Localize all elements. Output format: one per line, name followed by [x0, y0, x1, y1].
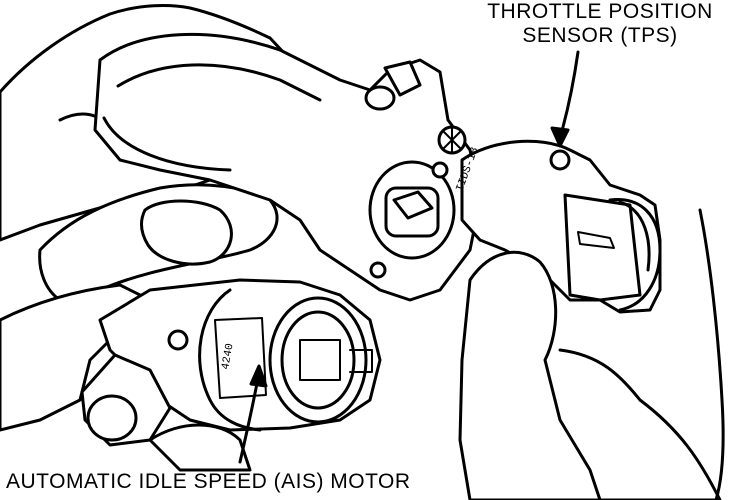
tps-leader-arrow — [550, 50, 580, 148]
throttle-position-sensor — [460, 139, 662, 314]
tps-label-line1: THROTTLE POSITION — [487, 0, 713, 23]
throttle-body-housing — [93, 32, 482, 302]
lower-right-hand — [458, 208, 725, 500]
automatic-idle-speed-motor — [80, 278, 382, 447]
ais-part-stamp: 4240 — [220, 343, 236, 371]
ais-leader-arrow — [238, 364, 268, 464]
tps-label-line2: SENSOR (TPS) — [522, 24, 678, 47]
ais-callout-label: AUTOMATIC IDLE SPEED (AIS) MOTOR — [6, 470, 411, 493]
tps-callout-label: THROTTLE POSITION SENSOR (TPS) — [450, 0, 750, 48]
